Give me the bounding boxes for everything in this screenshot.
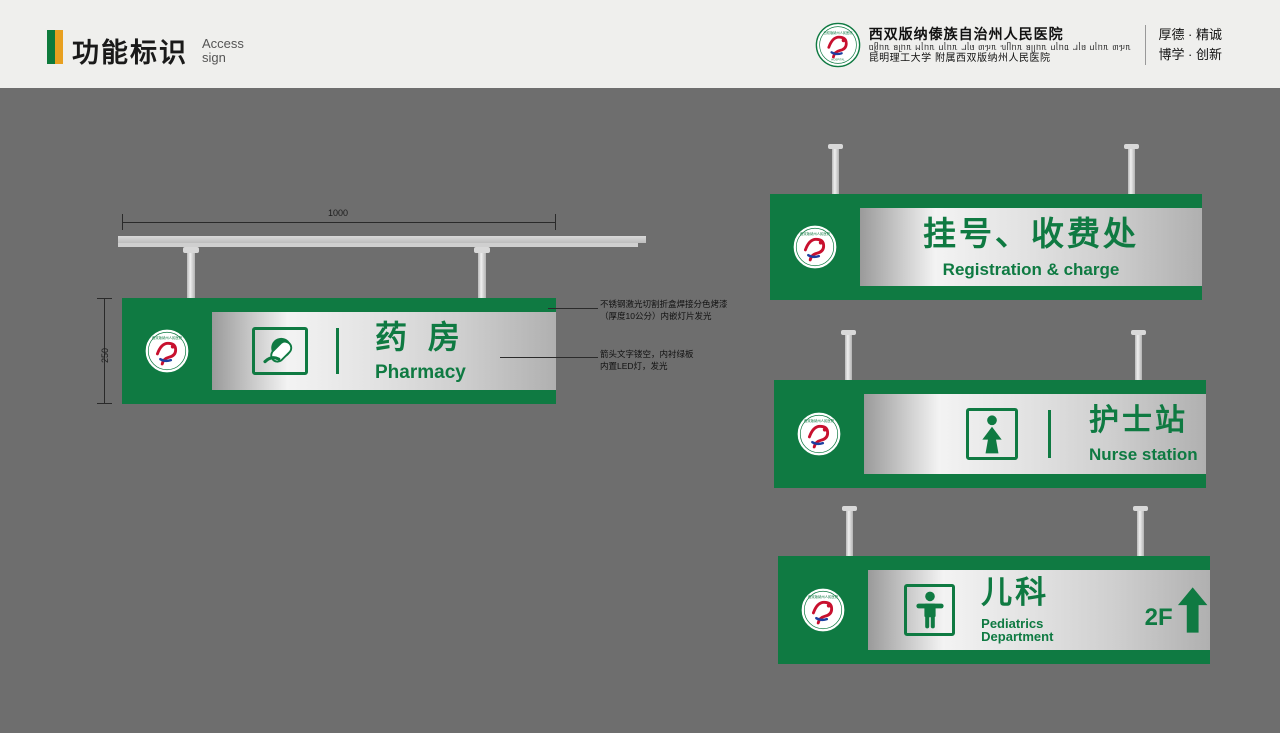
- sign-nurse-cn: 护士站: [1089, 403, 1188, 437]
- sign-pharmacy-text: 药 房 Pharmacy: [375, 321, 466, 382]
- page-subtitle-line1: Access: [202, 36, 244, 51]
- sign-registration-en: Registration & charge: [942, 259, 1120, 279]
- sign-pediatrics-floor: 2F: [1144, 604, 1173, 631]
- height-dim-label: 250: [100, 347, 110, 363]
- pictogram-box-pharmacy: [252, 327, 308, 375]
- width-dim-tick-right: [555, 214, 556, 230]
- header-accent-bar-orange: [55, 30, 63, 64]
- hospital-logo-icon: 西双版纳州人民医院: [144, 328, 190, 374]
- hospital-affiliation-cn: 昆明理工大学 附属西双版纳州人民医院: [868, 52, 1051, 64]
- callout-2-text: 箭头文字镂空，内衬绿板 内置LED灯，发光: [600, 349, 694, 372]
- child-figure-icon: [915, 591, 944, 629]
- hospital-logo-icon: 西双版纳州人民医院 HOSPITAL: [815, 22, 860, 68]
- sign-nurse-content: 护士站 Nurse station: [864, 394, 1206, 474]
- pill-capsule-icon: [263, 337, 293, 364]
- sign-pediatrics-plate: 儿科 Pediatrics Department 2F: [868, 570, 1210, 650]
- hospital-name-dai: ᥝᥪᥒᥰ ᥑᥨᥒᥰ ᥕᥣᥒᥰ ᥙᥣᥒᥰ ᥘᥣᥳ ᥖᥭᥰ ᥔᥥᥒᥰ ᥑᥩᥒᥰ ᥙᥣ…: [868, 42, 1132, 53]
- sign-registration-logo-zone: 西双版纳州人民医院: [770, 194, 860, 300]
- nurse-rod-left: [845, 332, 852, 380]
- ped-rod-right-cap: [1133, 506, 1148, 511]
- hospital-name-block: 西双版纳傣族自治州人民医院 ᥝᥪᥒᥰ ᥑᥨᥒᥰ ᥕᥣᥒᥰ ᥙᥣᥒᥰ ᥘᥣᥳ ᥖᥭ…: [869, 26, 1132, 65]
- sign-pediatrics-en: Pediatrics Department: [981, 616, 1054, 644]
- sign-pharmacy-plate: 药 房 Pharmacy: [212, 312, 556, 390]
- width-dim-line: [122, 222, 556, 223]
- height-dim-tick-top: [97, 298, 112, 299]
- sign-registration-content: 挂号、收费处 Registration & charge: [860, 208, 1202, 286]
- hospital-name-cn: 西双版纳傣族自治州人民医院: [868, 25, 1064, 42]
- pictogram-box-pediatrics: [904, 584, 956, 636]
- sign-pediatrics[interactable]: 西双版纳州人民医院 儿科 Pe: [778, 556, 1210, 664]
- hanger-rod-left-cap: [183, 247, 199, 253]
- sign-pharmacy-content: 药 房 Pharmacy: [212, 312, 556, 390]
- ped-rod-right: [1137, 508, 1144, 556]
- svg-text:西双版纳州人民医院: 西双版纳州人民医院: [808, 594, 839, 599]
- page-title: 功能标识: [72, 38, 188, 68]
- sign-registration-cn: 挂号、收费处: [923, 214, 1139, 252]
- sign-registration[interactable]: 西双版纳州人民医院 挂号、收费处 Registration & charge: [770, 194, 1202, 300]
- up-arrow-icon: [1177, 587, 1208, 633]
- page-header: 功能标识 Access sign 西双版纳州人民医院 HOSPITAL 西双版纳…: [0, 0, 1280, 88]
- svg-text:西双版纳州人民医院: 西双版纳州人民医院: [152, 335, 183, 340]
- hospital-logo-icon: 西双版纳州人民医院: [796, 411, 842, 457]
- hanger-rod-left: [187, 250, 195, 298]
- nurse-rod-right: [1135, 332, 1142, 380]
- sign-nurse-logo-zone: 西双版纳州人民医院: [774, 380, 864, 488]
- hospital-logo-icon: 西双版纳州人民医院: [800, 587, 846, 633]
- width-dim-tick-left: [122, 214, 123, 230]
- sign-nurse-station[interactable]: 西双版纳州人民医院 护士站 Nurse station: [774, 380, 1206, 488]
- svg-text:西双版纳州人民医院: 西双版纳州人民医院: [804, 418, 835, 423]
- sign-nurse-plate: 护士站 Nurse station: [864, 394, 1206, 474]
- hanger-rod-right: [478, 250, 486, 298]
- sign-pharmacy-logo-zone: 西双版纳州人民医院: [122, 298, 212, 404]
- sign-registration-text: 挂号、收费处 Registration & charge: [923, 217, 1139, 278]
- sign-nurse-divider: [1048, 410, 1051, 458]
- svg-text:HOSPITAL: HOSPITAL: [831, 58, 845, 62]
- nurse-figure-icon: [982, 415, 1002, 454]
- hanger-rod-right-cap: [474, 247, 490, 253]
- page-subtitle: Access sign: [202, 37, 244, 65]
- svg-text:西双版纳州人民医院: 西双版纳州人民医院: [823, 30, 853, 35]
- ceiling-mount-board: [118, 236, 646, 243]
- pictogram-box-nurse: [966, 408, 1018, 460]
- reg-rod-left: [832, 146, 839, 194]
- sign-pediatrics-text: 儿科 Pediatrics Department: [981, 577, 1116, 643]
- reg-rod-right-cap: [1124, 144, 1139, 149]
- ped-rod-left-cap: [842, 506, 857, 511]
- header-brand-block: 西双版纳州人民医院 HOSPITAL 西双版纳傣族自治州人民医院 ᥝᥪᥒᥰ ᥑᥨ…: [815, 22, 1222, 68]
- sign-pharmacy-cn: 药 房: [375, 318, 466, 355]
- callout-1-leader: [548, 308, 598, 309]
- sign-registration-plate: 挂号、收费处 Registration & charge: [860, 208, 1202, 286]
- nurse-rod-left-cap: [841, 330, 856, 335]
- svg-text:西双版纳州人民医院: 西双版纳州人民医院: [800, 231, 831, 236]
- height-dim-tick-bottom: [97, 403, 112, 404]
- hospital-slogan: 厚德 · 精诚 博学 · 创新: [1145, 24, 1222, 66]
- callout-2-leader: [500, 357, 598, 358]
- slogan-line-1: 厚德 · 精诚: [1158, 26, 1222, 42]
- hospital-logo-icon: 西双版纳州人民医院: [792, 224, 838, 270]
- reg-rod-right: [1128, 146, 1135, 194]
- ceiling-mount-board-edge: [118, 243, 638, 247]
- reg-rod-left-cap: [828, 144, 843, 149]
- sign-pediatrics-logo-zone: 西双版纳州人民医院: [778, 556, 868, 664]
- sign-pediatrics-content: 儿科 Pediatrics Department 2F: [868, 570, 1210, 650]
- sign-nurse-text: 护士站 Nurse station: [1089, 403, 1198, 464]
- page-subtitle-line2: sign: [202, 50, 226, 65]
- width-dim-label: 1000: [328, 208, 349, 218]
- height-dim-line: [104, 298, 105, 404]
- sign-pharmacy-divider: [336, 328, 339, 374]
- ped-rod-left: [846, 508, 853, 556]
- nurse-rod-right-cap: [1131, 330, 1146, 335]
- sign-pharmacy-en: Pharmacy: [375, 361, 466, 383]
- slogan-line-2: 博学 · 创新: [1158, 47, 1222, 62]
- header-accent-bar-green: [47, 30, 55, 64]
- callout-1-text: 不锈钢激光切割折盒焊接分色烤漆 （厚度10公分）内嵌灯片发光: [600, 299, 728, 322]
- sign-nurse-en: Nurse station: [1089, 444, 1198, 464]
- sign-pediatrics-cn: 儿科: [981, 575, 1050, 610]
- sign-pharmacy[interactable]: 西双版纳州人民医院 药 房 Pharmacy: [122, 298, 556, 404]
